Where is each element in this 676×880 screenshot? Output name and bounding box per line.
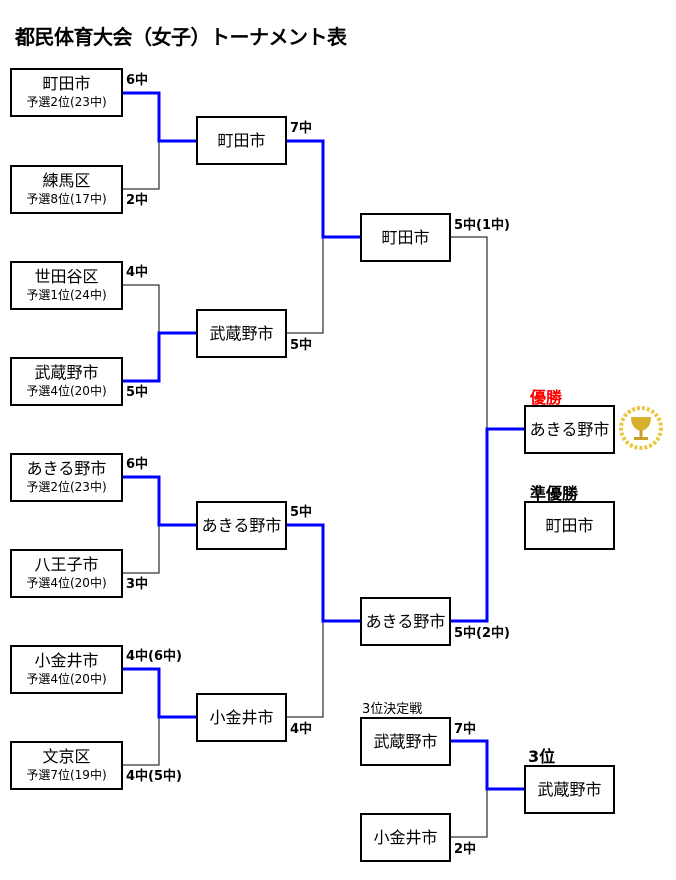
team-box: 武蔵野市予選4位(20中)	[10, 357, 123, 406]
team-name: 小金井市	[209, 707, 274, 727]
bracket-line	[450, 236, 488, 429]
runner-up-label: 準優勝	[530, 484, 579, 503]
winner-line	[286, 139, 360, 239]
team-box: 文京区予選7位(19中)	[10, 741, 123, 790]
bracket-line	[286, 621, 324, 718]
team-name: 文京区	[42, 747, 91, 766]
score-label: 4中	[126, 265, 149, 280]
score-label: 5中	[290, 338, 313, 353]
team-name: 世田谷区	[34, 267, 99, 286]
team-seed: 予選4位(20中)	[26, 576, 107, 590]
page-title: 都民体育大会（女子）トーナメント表	[15, 25, 347, 49]
team-name: 武蔵野市	[373, 731, 438, 751]
score-label: 4中(5中)	[126, 769, 182, 784]
team-name: あきる野市	[529, 419, 610, 439]
team-box: 練馬区予選8位(17中)	[10, 165, 123, 214]
team-name: 町田市	[42, 74, 91, 93]
team-box: 町田市予選2位(23中)	[10, 68, 123, 117]
team-name: 小金井市	[34, 651, 99, 670]
team-name: 町田市	[545, 515, 594, 535]
bracket-line	[122, 141, 160, 190]
winner-line	[286, 523, 360, 623]
bracket-line	[286, 237, 324, 334]
winner-line	[122, 331, 196, 383]
score-label: 5中	[290, 505, 313, 520]
bracket-line	[122, 284, 160, 333]
team-seed: 予選2位(23中)	[26, 95, 107, 109]
team-box: 八王子市予選4位(20中)	[10, 549, 123, 598]
team-name: あきる野市	[26, 459, 107, 478]
score-label: 3中	[126, 577, 149, 592]
team-name: 武蔵野市	[34, 363, 99, 382]
champion-label: 優勝	[530, 388, 563, 407]
score-label: 2中	[454, 842, 477, 857]
bracket-line	[122, 525, 160, 574]
team-box: 小金井市	[360, 813, 451, 862]
team-box: あきる野市	[196, 501, 287, 550]
team-name: 練馬区	[42, 171, 91, 190]
team-box: 小金井市予選4位(20中)	[10, 645, 123, 694]
team-box: 武蔵野市	[360, 717, 451, 766]
score-label: 4中(6中)	[126, 649, 182, 664]
score-label: 7中	[454, 722, 477, 737]
trophy-icon	[619, 406, 663, 450]
team-name: 小金井市	[373, 827, 438, 847]
third-place-box: 武蔵野市	[524, 765, 615, 814]
winner-line	[122, 91, 196, 143]
team-box: 小金井市	[196, 693, 287, 742]
score-label: 5中(2中)	[454, 626, 510, 641]
team-name: 町田市	[217, 130, 266, 150]
team-name: あきる野市	[365, 611, 446, 631]
team-name: 八王子市	[34, 555, 99, 574]
team-name: あきる野市	[201, 515, 282, 535]
third-place-match-label: 3位決定戦	[362, 702, 423, 717]
third-place-label: 3位	[528, 747, 556, 766]
team-box: 町田市	[196, 116, 287, 165]
winner-line	[450, 739, 524, 791]
team-seed: 予選8位(17中)	[26, 192, 107, 206]
score-label: 2中	[126, 193, 149, 208]
champion-box: あきる野市	[524, 405, 615, 454]
team-seed: 予選4位(20中)	[26, 672, 107, 686]
team-box: 町田市	[360, 213, 451, 262]
team-seed: 予選2位(23中)	[26, 480, 107, 494]
winner-line	[450, 427, 524, 623]
team-box: あきる野市	[360, 597, 451, 646]
team-seed: 予選7位(19中)	[26, 768, 107, 782]
bracket-line	[450, 789, 488, 838]
team-seed: 予選4位(20中)	[26, 384, 107, 398]
score-label: 6中	[126, 73, 149, 88]
team-name: 武蔵野市	[537, 779, 602, 799]
score-label: 5中(1中)	[454, 218, 510, 233]
winner-line	[122, 475, 196, 527]
winner-line	[122, 667, 196, 719]
score-label: 7中	[290, 121, 313, 136]
score-label: 5中	[126, 385, 149, 400]
runner-up-box: 町田市	[524, 501, 615, 550]
team-seed: 予選1位(24中)	[26, 288, 107, 302]
team-box: あきる野市予選2位(23中)	[10, 453, 123, 502]
team-name: 武蔵野市	[209, 323, 274, 343]
bracket-line	[122, 717, 160, 766]
team-box: 世田谷区予選1位(24中)	[10, 261, 123, 310]
team-box: 武蔵野市	[196, 309, 287, 358]
score-label: 4中	[290, 722, 313, 737]
score-label: 6中	[126, 457, 149, 472]
team-name: 町田市	[381, 227, 430, 247]
